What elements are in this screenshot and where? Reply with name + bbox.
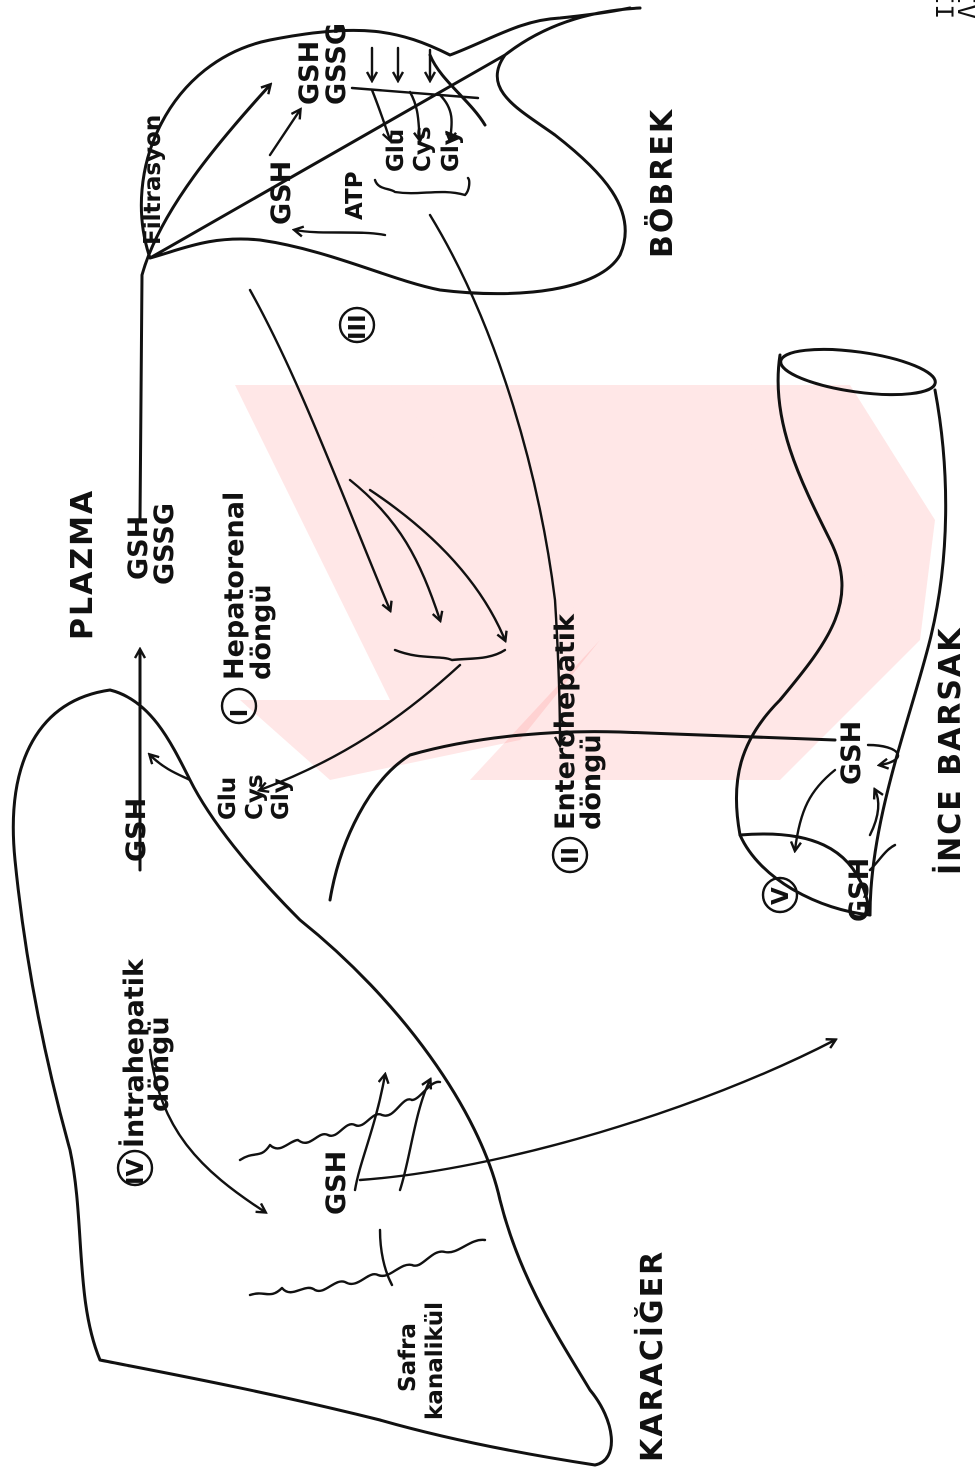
intestine-gsh-up	[870, 790, 878, 835]
atp-arrow	[295, 230, 385, 235]
liver-outline	[13, 690, 611, 1465]
kidney-gsh-arrow	[270, 110, 300, 155]
liver-glu-label: Glu	[215, 777, 241, 820]
intestine-title: İNCE BARSAK	[932, 627, 968, 875]
canaliculi-arrow-1	[355, 1075, 385, 1190]
liver-gly-label: Gly	[268, 778, 294, 820]
header-fragment: II IV V	[930, 0, 975, 19]
cycle-4-numeral: IV	[123, 1158, 149, 1185]
kidney-title: BÖBREK	[643, 108, 680, 258]
kidney-gsh-2-label: GSH	[266, 161, 297, 225]
bile-to-intestine-arrow	[360, 1040, 835, 1180]
kidney-glu-label: Glu	[383, 129, 409, 172]
cycle-3-numeral: III	[345, 314, 371, 340]
atp-label: ATP	[342, 171, 368, 220]
cycle-1-numeral: I	[227, 709, 253, 718]
bile-canaliculi-lower	[250, 1240, 485, 1295]
intestine-gsh-label-1: GSH	[836, 721, 867, 785]
kidney-cys-label: Cys	[410, 126, 436, 172]
intestine-gsh-label-2: GSH	[844, 858, 875, 922]
intestine-gsh-loop	[868, 745, 898, 765]
kidney-amino-brace	[375, 178, 469, 195]
liver-cys-label: Cys	[242, 774, 268, 820]
bile-gsh-label: GSH	[321, 1151, 352, 1215]
cycle-4-label-line-2: döngü	[144, 1016, 175, 1112]
liver-gsh-label: GSH	[121, 798, 152, 862]
plasma-gssg-label: GSSG	[149, 503, 180, 585]
header-line-2: IV	[952, 0, 975, 19]
bile-canaliculi-label-2: kanalikül	[422, 1302, 448, 1420]
cycle-1-label-line-2: döngü	[246, 584, 277, 680]
liver-title: KARACİĞER	[633, 1250, 670, 1462]
plasma-title: PLAZMA	[65, 489, 100, 640]
filtration-label: Filtrasyon	[140, 115, 166, 245]
kidney-gssg-label: GSSG	[321, 23, 352, 105]
watermark-logo	[235, 385, 935, 780]
bile-canaliculi-label-1: Safra	[395, 1323, 421, 1392]
cycle-2-numeral: II	[558, 847, 584, 864]
cycle-2-label-line-2: döngü	[576, 734, 607, 830]
kidney-gly-label: Gly	[438, 130, 464, 172]
cycle-5-numeral: V	[768, 887, 794, 905]
kidney-inner-line	[430, 55, 485, 125]
